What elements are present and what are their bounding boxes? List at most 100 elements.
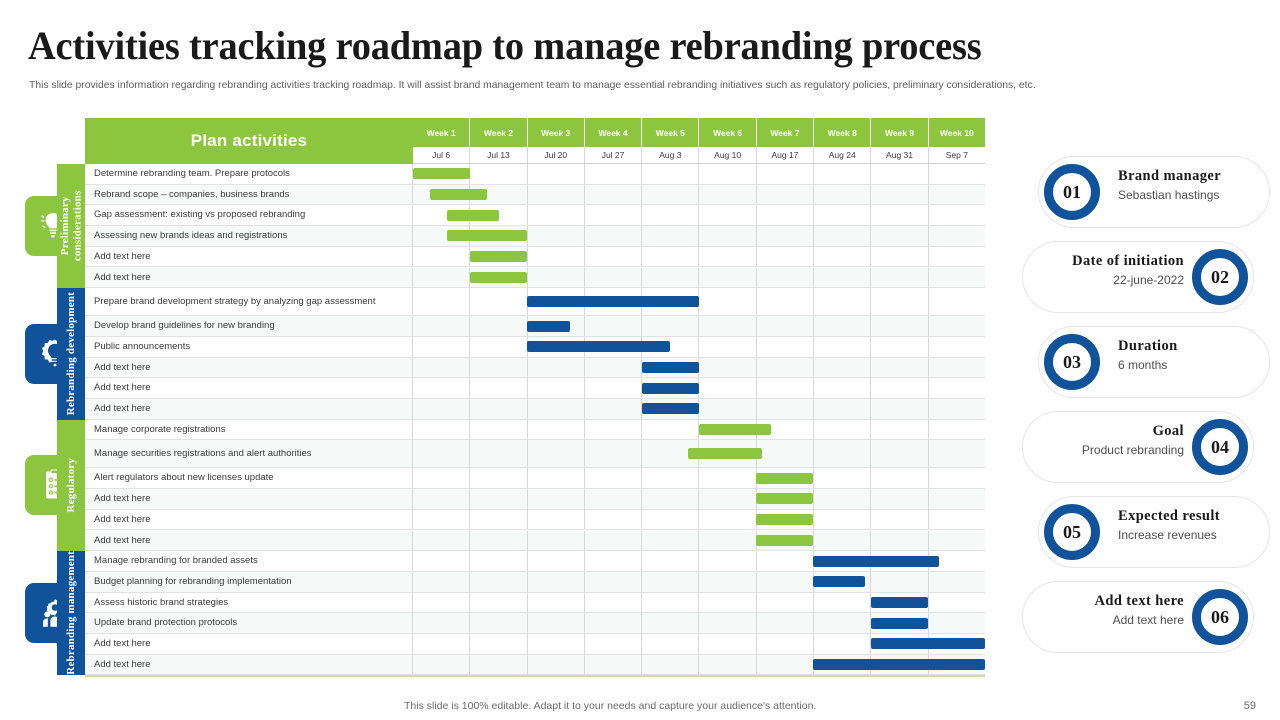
gantt-row[interactable]: Add text here bbox=[85, 246, 985, 268]
gantt-row-label: Gap assessment: existing vs proposed reb… bbox=[85, 205, 413, 226]
gantt-cell bbox=[871, 246, 929, 267]
gantt-row[interactable]: Update brand protection protocols bbox=[85, 613, 985, 634]
gantt-row[interactable]: Develop brand guidelines for new brandin… bbox=[85, 316, 985, 337]
gantt-row[interactable]: Add text here bbox=[85, 378, 985, 399]
gantt-bar[interactable] bbox=[756, 534, 814, 546]
gantt-row[interactable]: Add text here bbox=[85, 489, 985, 510]
gantt-bar[interactable] bbox=[813, 576, 865, 588]
gantt-bar[interactable] bbox=[687, 448, 762, 460]
gantt-cell bbox=[699, 468, 757, 489]
gantt-bar[interactable] bbox=[470, 271, 528, 283]
gantt-cell bbox=[814, 184, 872, 205]
gantt-cell bbox=[470, 336, 528, 357]
gantt-row[interactable]: Gap assessment: existing vs proposed reb… bbox=[85, 205, 985, 227]
info-title: Goal bbox=[1152, 423, 1184, 439]
gantt-row[interactable]: Manage securities registrations and aler… bbox=[85, 440, 985, 469]
gantt-row[interactable]: Add text here bbox=[85, 634, 985, 655]
gantt-cell bbox=[584, 267, 643, 288]
section-label-4: Rebranding management bbox=[57, 551, 85, 676]
gantt-bar[interactable] bbox=[527, 320, 571, 332]
gantt-row[interactable]: Manage corporate registrations bbox=[85, 419, 985, 441]
gantt-row[interactable]: Public announcements bbox=[85, 336, 985, 358]
gantt-cell bbox=[699, 164, 757, 184]
gantt-bar[interactable] bbox=[641, 382, 699, 394]
gantt-cell bbox=[928, 226, 985, 246]
section-label-text: Rebranding development bbox=[64, 292, 77, 416]
gantt-cell bbox=[413, 419, 471, 440]
gantt-row-lanes bbox=[413, 440, 985, 468]
info-number: 04 bbox=[1211, 436, 1229, 457]
plan-activities-header: Plan activities bbox=[85, 118, 413, 164]
gantt-row[interactable]: Add text here bbox=[85, 357, 985, 379]
gantt-bar[interactable] bbox=[699, 424, 771, 436]
gantt-cell bbox=[929, 205, 985, 225]
gantt-bar[interactable] bbox=[756, 514, 814, 526]
gantt-row[interactable]: Assess historic brand strategies bbox=[85, 592, 985, 614]
gantt-bar[interactable] bbox=[413, 168, 471, 180]
gantt-row-lanes bbox=[413, 288, 985, 316]
info-subtitle: Add text here bbox=[1112, 613, 1184, 627]
gantt-bar[interactable] bbox=[641, 403, 699, 415]
plan-activities-label: Plan activities bbox=[190, 131, 308, 150]
gantt-bar[interactable] bbox=[447, 230, 528, 242]
gantt-row[interactable]: Rebrand scope – companies, business bran… bbox=[85, 184, 985, 206]
gantt-bar[interactable] bbox=[641, 361, 699, 373]
gantt-bar[interactable] bbox=[470, 251, 528, 263]
gantt-cell bbox=[527, 226, 585, 246]
gantt-bar[interactable] bbox=[527, 296, 699, 308]
gantt-row[interactable]: Add text here bbox=[85, 399, 985, 420]
date-header-cell: Jul 6 bbox=[413, 147, 471, 163]
gantt-cell bbox=[757, 164, 815, 184]
gantt-bar[interactable] bbox=[756, 472, 814, 484]
gantt-cell bbox=[470, 509, 528, 530]
gantt-row[interactable]: Alert regulators about new licenses upda… bbox=[85, 468, 985, 490]
gantt-cell bbox=[642, 267, 700, 288]
gantt-row-label: Assess historic brand strategies bbox=[85, 592, 413, 613]
gantt-cell bbox=[585, 419, 643, 440]
gantt-cell bbox=[814, 613, 872, 633]
gantt-row[interactable]: Add text here bbox=[85, 509, 985, 531]
gantt-bar[interactable] bbox=[430, 189, 488, 201]
gantt-row-label: Add text here bbox=[85, 267, 413, 288]
gantt-row[interactable]: Assessing new brands ideas and registrat… bbox=[85, 226, 985, 247]
gantt-bar[interactable] bbox=[447, 209, 499, 221]
gantt-bar[interactable] bbox=[870, 617, 928, 629]
gantt-row[interactable]: Manage rebranding for branded assets bbox=[85, 551, 985, 572]
gantt-row[interactable]: Add text here bbox=[85, 267, 985, 289]
gantt-cell bbox=[699, 246, 757, 267]
gantt-bar[interactable] bbox=[870, 596, 928, 608]
gantt-cell bbox=[585, 509, 643, 530]
gantt-bar[interactable] bbox=[813, 555, 940, 567]
gantt-row[interactable]: Prepare brand development strategy by an… bbox=[85, 288, 985, 317]
gantt-cell bbox=[814, 592, 872, 613]
gantt-cell bbox=[527, 440, 585, 468]
gantt-row[interactable]: Budget planning for rebranding implement… bbox=[85, 571, 985, 593]
gantt-cell bbox=[470, 378, 528, 398]
gantt-cell bbox=[470, 468, 528, 489]
gantt-row-lanes bbox=[413, 378, 985, 398]
gantt-bar[interactable] bbox=[813, 659, 985, 671]
gantt-cell bbox=[699, 489, 757, 509]
week-header-cell: Week 7 bbox=[756, 118, 815, 147]
gantt-cell bbox=[814, 634, 872, 654]
gantt-bar[interactable] bbox=[527, 341, 671, 353]
gantt-cell bbox=[585, 634, 643, 654]
gantt-cell bbox=[413, 288, 471, 316]
info-number-ring: 03 bbox=[1044, 334, 1100, 390]
gantt-bar[interactable] bbox=[756, 493, 814, 505]
gantt-cell bbox=[584, 530, 643, 551]
gantt-bar[interactable] bbox=[870, 638, 985, 650]
gantt-cell bbox=[814, 489, 872, 509]
gantt-row[interactable]: Add text here bbox=[85, 530, 985, 552]
gantt-row[interactable]: Determine rebranding team. Prepare proto… bbox=[85, 164, 985, 185]
gantt-row[interactable]: Add text here bbox=[85, 654, 985, 676]
gantt-cell bbox=[757, 419, 815, 440]
